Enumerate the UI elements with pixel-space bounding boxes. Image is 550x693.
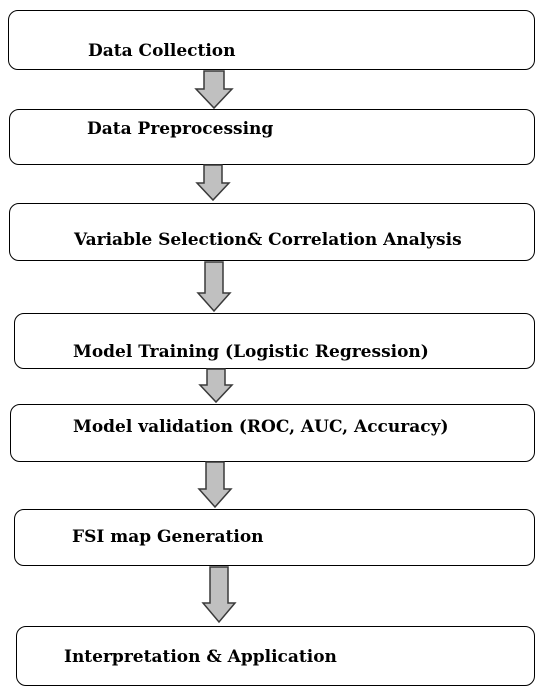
step-box-data-preprocessing: Data Preprocessing [9,109,535,165]
step-label: Variable Selection& Correlation Analysis [74,230,462,250]
step-box-model-training: Model Training (Logistic Regression) [14,313,535,369]
step-box-data-collection: Data Collection [8,10,535,70]
step-label: Model validation (ROC, AUC, Accuracy) [73,417,449,437]
down-arrow-icon [201,566,237,624]
step-box-variable-selection: Variable Selection& Correlation Analysis [9,203,535,261]
step-label: Data Preprocessing [87,119,274,139]
step-label: Model Training (Logistic Regression) [73,342,429,362]
down-arrow-icon [194,70,234,110]
down-arrow-icon [198,368,234,404]
down-arrow-icon [195,164,231,202]
step-box-interpretation: Interpretation & Application [16,626,535,686]
step-box-model-validation: Model validation (ROC, AUC, Accuracy) [10,404,535,462]
step-label: Data Collection [88,41,236,61]
down-arrow-icon [197,461,233,509]
step-box-fsi-map-generation: FSI map Generation [14,509,535,566]
down-arrow-icon [196,261,232,313]
step-label: FSI map Generation [72,527,264,547]
step-label: Interpretation & Application [64,647,337,667]
